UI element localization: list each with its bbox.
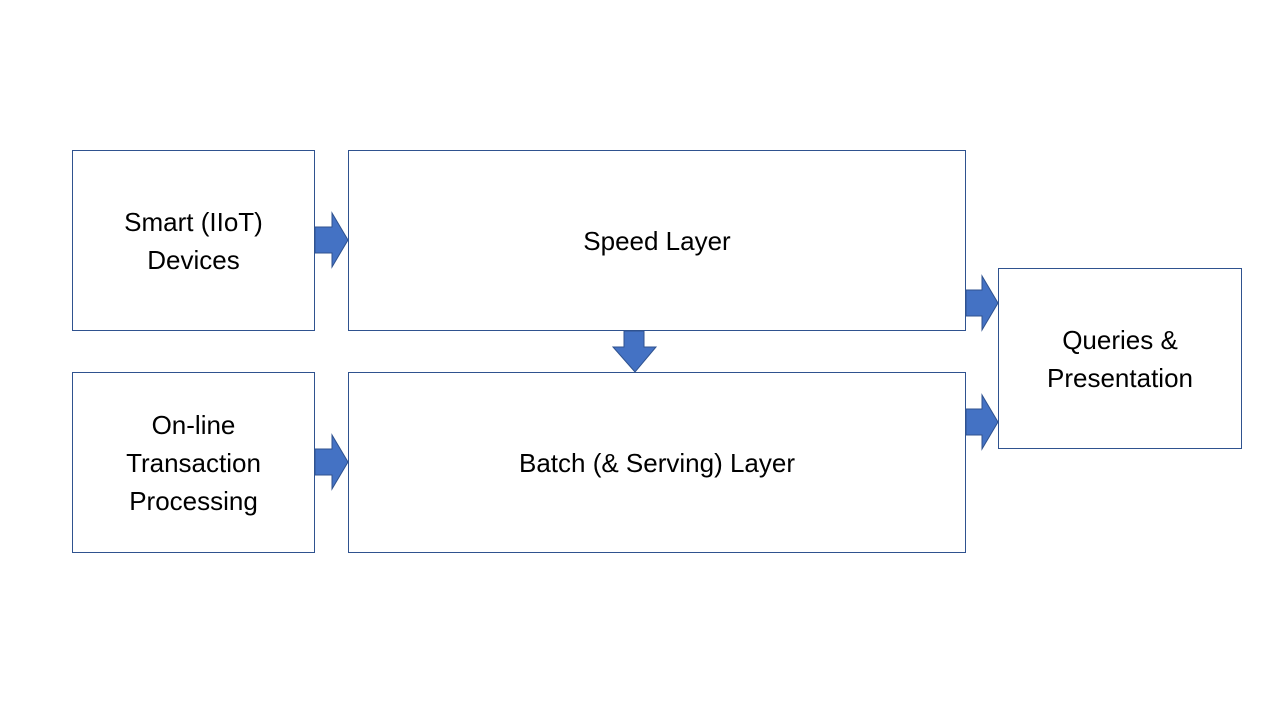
edge-oltp-to-batch-arrow: [314, 433, 349, 491]
node-batch-layer-label: Batch (& Serving) Layer: [518, 447, 795, 478]
edge-speed-to-batch-arrow: [611, 330, 658, 373]
node-speed-layer: Speed Layer: [348, 150, 966, 331]
node-smart-devices: Smart (IIoT) Devices: [72, 150, 315, 331]
edge-speed-to-queries-arrow: [965, 274, 999, 332]
edge-smart-to-speed-arrow: [314, 211, 349, 269]
edge-batch-to-queries-arrow: [965, 393, 999, 451]
node-batch-layer: Batch (& Serving) Layer: [348, 372, 966, 553]
node-speed-layer-label: Speed Layer: [583, 225, 731, 256]
node-queries-presentation-label: Queries & Presentation: [1047, 324, 1193, 393]
node-oltp-label: On-line Transaction Processing: [126, 409, 261, 516]
node-smart-devices-label: Smart (IIoT) Devices: [124, 206, 263, 275]
node-queries-presentation: Queries & Presentation: [998, 268, 1242, 449]
node-oltp: On-line Transaction Processing: [72, 372, 315, 553]
